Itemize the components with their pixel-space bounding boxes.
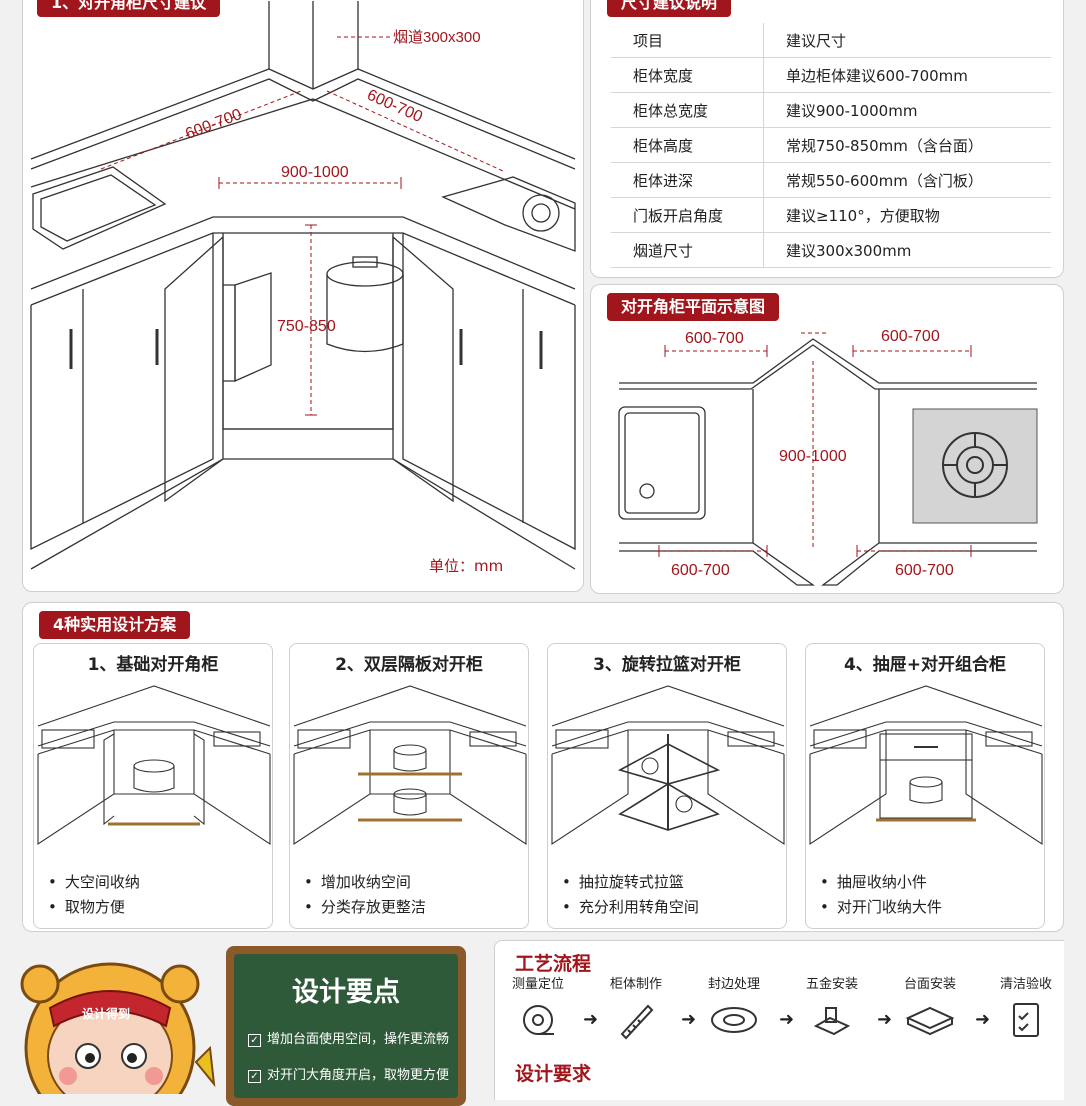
cabinet-dimension-panel: 烟道300x300 600-700 600-700 900-1000 750-8… — [22, 0, 584, 592]
table-row: 项目建议尺寸 — [611, 23, 1051, 58]
process-title: 工艺流程 — [515, 953, 592, 975]
process-step-countertop: 台面安装 — [885, 973, 975, 1044]
section3-title: 对开角柜平面示意图 — [607, 293, 780, 321]
design-point-item: ✓增加台面使用空间，操作更流畅 — [248, 1028, 449, 1047]
scheme-bullets: 大空间收纳 取物方便 — [48, 870, 140, 920]
arrow-icon: ➜ — [779, 1009, 795, 1030]
checklist-icon — [1013, 1003, 1039, 1037]
scheme-illustration — [293, 685, 527, 846]
unit-label: 单位：mm — [429, 557, 503, 575]
scheme-bullets: 抽拉旋转式拉篮 充分利用转角空间 — [562, 870, 699, 920]
checkbox-icon: ✓ — [248, 1070, 261, 1083]
saw-icon — [620, 1004, 654, 1040]
list-item: 抽拉旋转式拉篮 — [562, 870, 699, 895]
list-item: 对开门收纳大件 — [820, 895, 942, 920]
hinge-icon — [813, 1007, 851, 1036]
scheme-bullets: 抽屉收纳小件 对开门收纳大件 — [820, 870, 942, 920]
requirements-title: 设计要求 — [515, 1063, 592, 1085]
design-schemes-panel: 4种实用设计方案 1、基础对开角柜 大空间收纳 取物方便 2、双层隔板对开柜 — [22, 602, 1064, 932]
design-point-item: ✓对开门大角度开启，取物更方便 — [248, 1064, 449, 1083]
table-row: 柜体进深常规550-600mm（含门板） — [611, 162, 1051, 198]
list-item: 分类存放更整洁 — [304, 895, 426, 920]
arrow-icon: ➜ — [681, 1009, 697, 1030]
checkbox-icon: ✓ — [248, 1034, 261, 1047]
design-points-title: 设计要点 — [292, 977, 400, 1008]
plan-dim-top-right: 600-700 — [881, 328, 940, 345]
process-step-hardware: 五金安装 — [787, 973, 877, 1044]
edge-band-roll-icon — [711, 1007, 757, 1033]
plan-view-panel: 对开角柜平面示意图 — [590, 284, 1064, 594]
scheme-title: 3、旋转拉篮对开柜 — [593, 655, 741, 675]
dim-height: 750-850 — [277, 318, 336, 335]
table-row: 柜体高度常规750-850mm（含台面） — [611, 127, 1051, 163]
scheme-card-rotating-basket: 3、旋转拉篮对开柜 抽拉旋转式拉篮 充分利用转角空间 — [547, 643, 787, 929]
scheme-title: 4、抽屉+对开组合柜 — [843, 655, 1007, 675]
scheme-illustration — [37, 685, 271, 846]
mascot-illustration: 设计得到 — [20, 962, 216, 1094]
list-item: 取物方便 — [48, 895, 140, 920]
plan-dim-center: 900-1000 — [779, 448, 847, 465]
list-item: 增加收纳空间 — [304, 870, 426, 895]
scheme-card-basic: 1、基础对开角柜 大空间收纳 取物方便 — [33, 643, 273, 929]
scheme-title: 2、双层隔板对开柜 — [335, 655, 483, 675]
section4-title: 4种实用设计方案 — [39, 611, 191, 639]
corner-cabinet-3d-diagram: 烟道300x300 600-700 600-700 900-1000 750-8… — [30, 1, 576, 575]
table-row: 门板开启角度建议≥110°，方便取物 — [611, 197, 1051, 233]
countertop-slab-icon — [905, 1006, 955, 1036]
dim-total-width: 900-1000 — [281, 164, 349, 181]
scheme-title: 1、基础对开角柜 — [87, 655, 219, 675]
tape-measure-icon — [523, 1005, 554, 1035]
table-row: 柜体宽度单边柜体建议600-700mm — [611, 57, 1051, 93]
design-points-board: 设计要点 ✓增加台面使用空间，操作更流畅 ✓对开门大角度开启，取物更方便 — [226, 946, 466, 1106]
size-spec-panel: 尺寸建议说明 项目建议尺寸 柜体宽度单边柜体建议600-700mm 柜体总宽度建… — [590, 0, 1064, 278]
scheme-card-drawer-combo: 4、抽屉+对开组合柜 抽屉收纳小件 对开门收纳大件 — [805, 643, 1045, 929]
plan-dim-top-left: 600-700 — [685, 330, 744, 347]
process-panel: 工艺流程 测量定位 ➜ 柜体制作 ➜ 封边处理 ➜ 五金安装 ➜ 台面安装 ➜ … — [494, 940, 1064, 1100]
list-item: 充分利用转角空间 — [562, 895, 699, 920]
process-step-measure: 测量定位 — [495, 973, 583, 1044]
plan-dim-bottom-right: 600-700 — [895, 562, 954, 579]
arrow-icon: ➜ — [583, 1009, 599, 1030]
scheme-bullets: 增加收纳空间 分类存放更整洁 — [304, 870, 426, 920]
chalkboard: 设计要点 ✓增加台面使用空间，操作更流畅 ✓对开门大角度开启，取物更方便 — [234, 954, 458, 1098]
section1-title: 1、对开角柜尺寸建议 — [37, 0, 221, 17]
size-spec-table: 项目建议尺寸 柜体宽度单边柜体建议600-700mm 柜体总宽度建议900-10… — [611, 23, 1051, 268]
scheme-card-double-shelf: 2、双层隔板对开柜 增加收纳空间 分类存放更整洁 — [289, 643, 529, 929]
plan-dim-bottom-left: 600-700 — [671, 562, 730, 579]
plan-view-diagram: 600-700 600-700 900-1000 600-700 600-700 — [618, 328, 1038, 586]
table-row: 柜体总宽度建议900-1000mm — [611, 92, 1051, 128]
scheme-illustration — [551, 685, 785, 846]
table-row: 烟道尺寸建议300x300mm — [611, 232, 1051, 268]
process-step-inspection: 清洁验收 — [981, 973, 1064, 1044]
scheme-illustration — [809, 685, 1043, 846]
arrow-icon: ➜ — [975, 1009, 991, 1030]
mascot-headband-text: 设计得到 — [82, 1006, 130, 1021]
section2-title: 尺寸建议说明 — [607, 0, 732, 17]
process-step-edge-banding: 封边处理 — [689, 973, 779, 1044]
list-item: 抽屉收纳小件 — [820, 870, 942, 895]
list-item: 大空间收纳 — [48, 870, 140, 895]
flue-label: 烟道300x300 — [393, 29, 481, 46]
dim-left-side: 600-700 — [183, 106, 244, 143]
arrow-icon: ➜ — [877, 1009, 893, 1030]
process-step-fabricate: 柜体制作 — [591, 973, 681, 1044]
